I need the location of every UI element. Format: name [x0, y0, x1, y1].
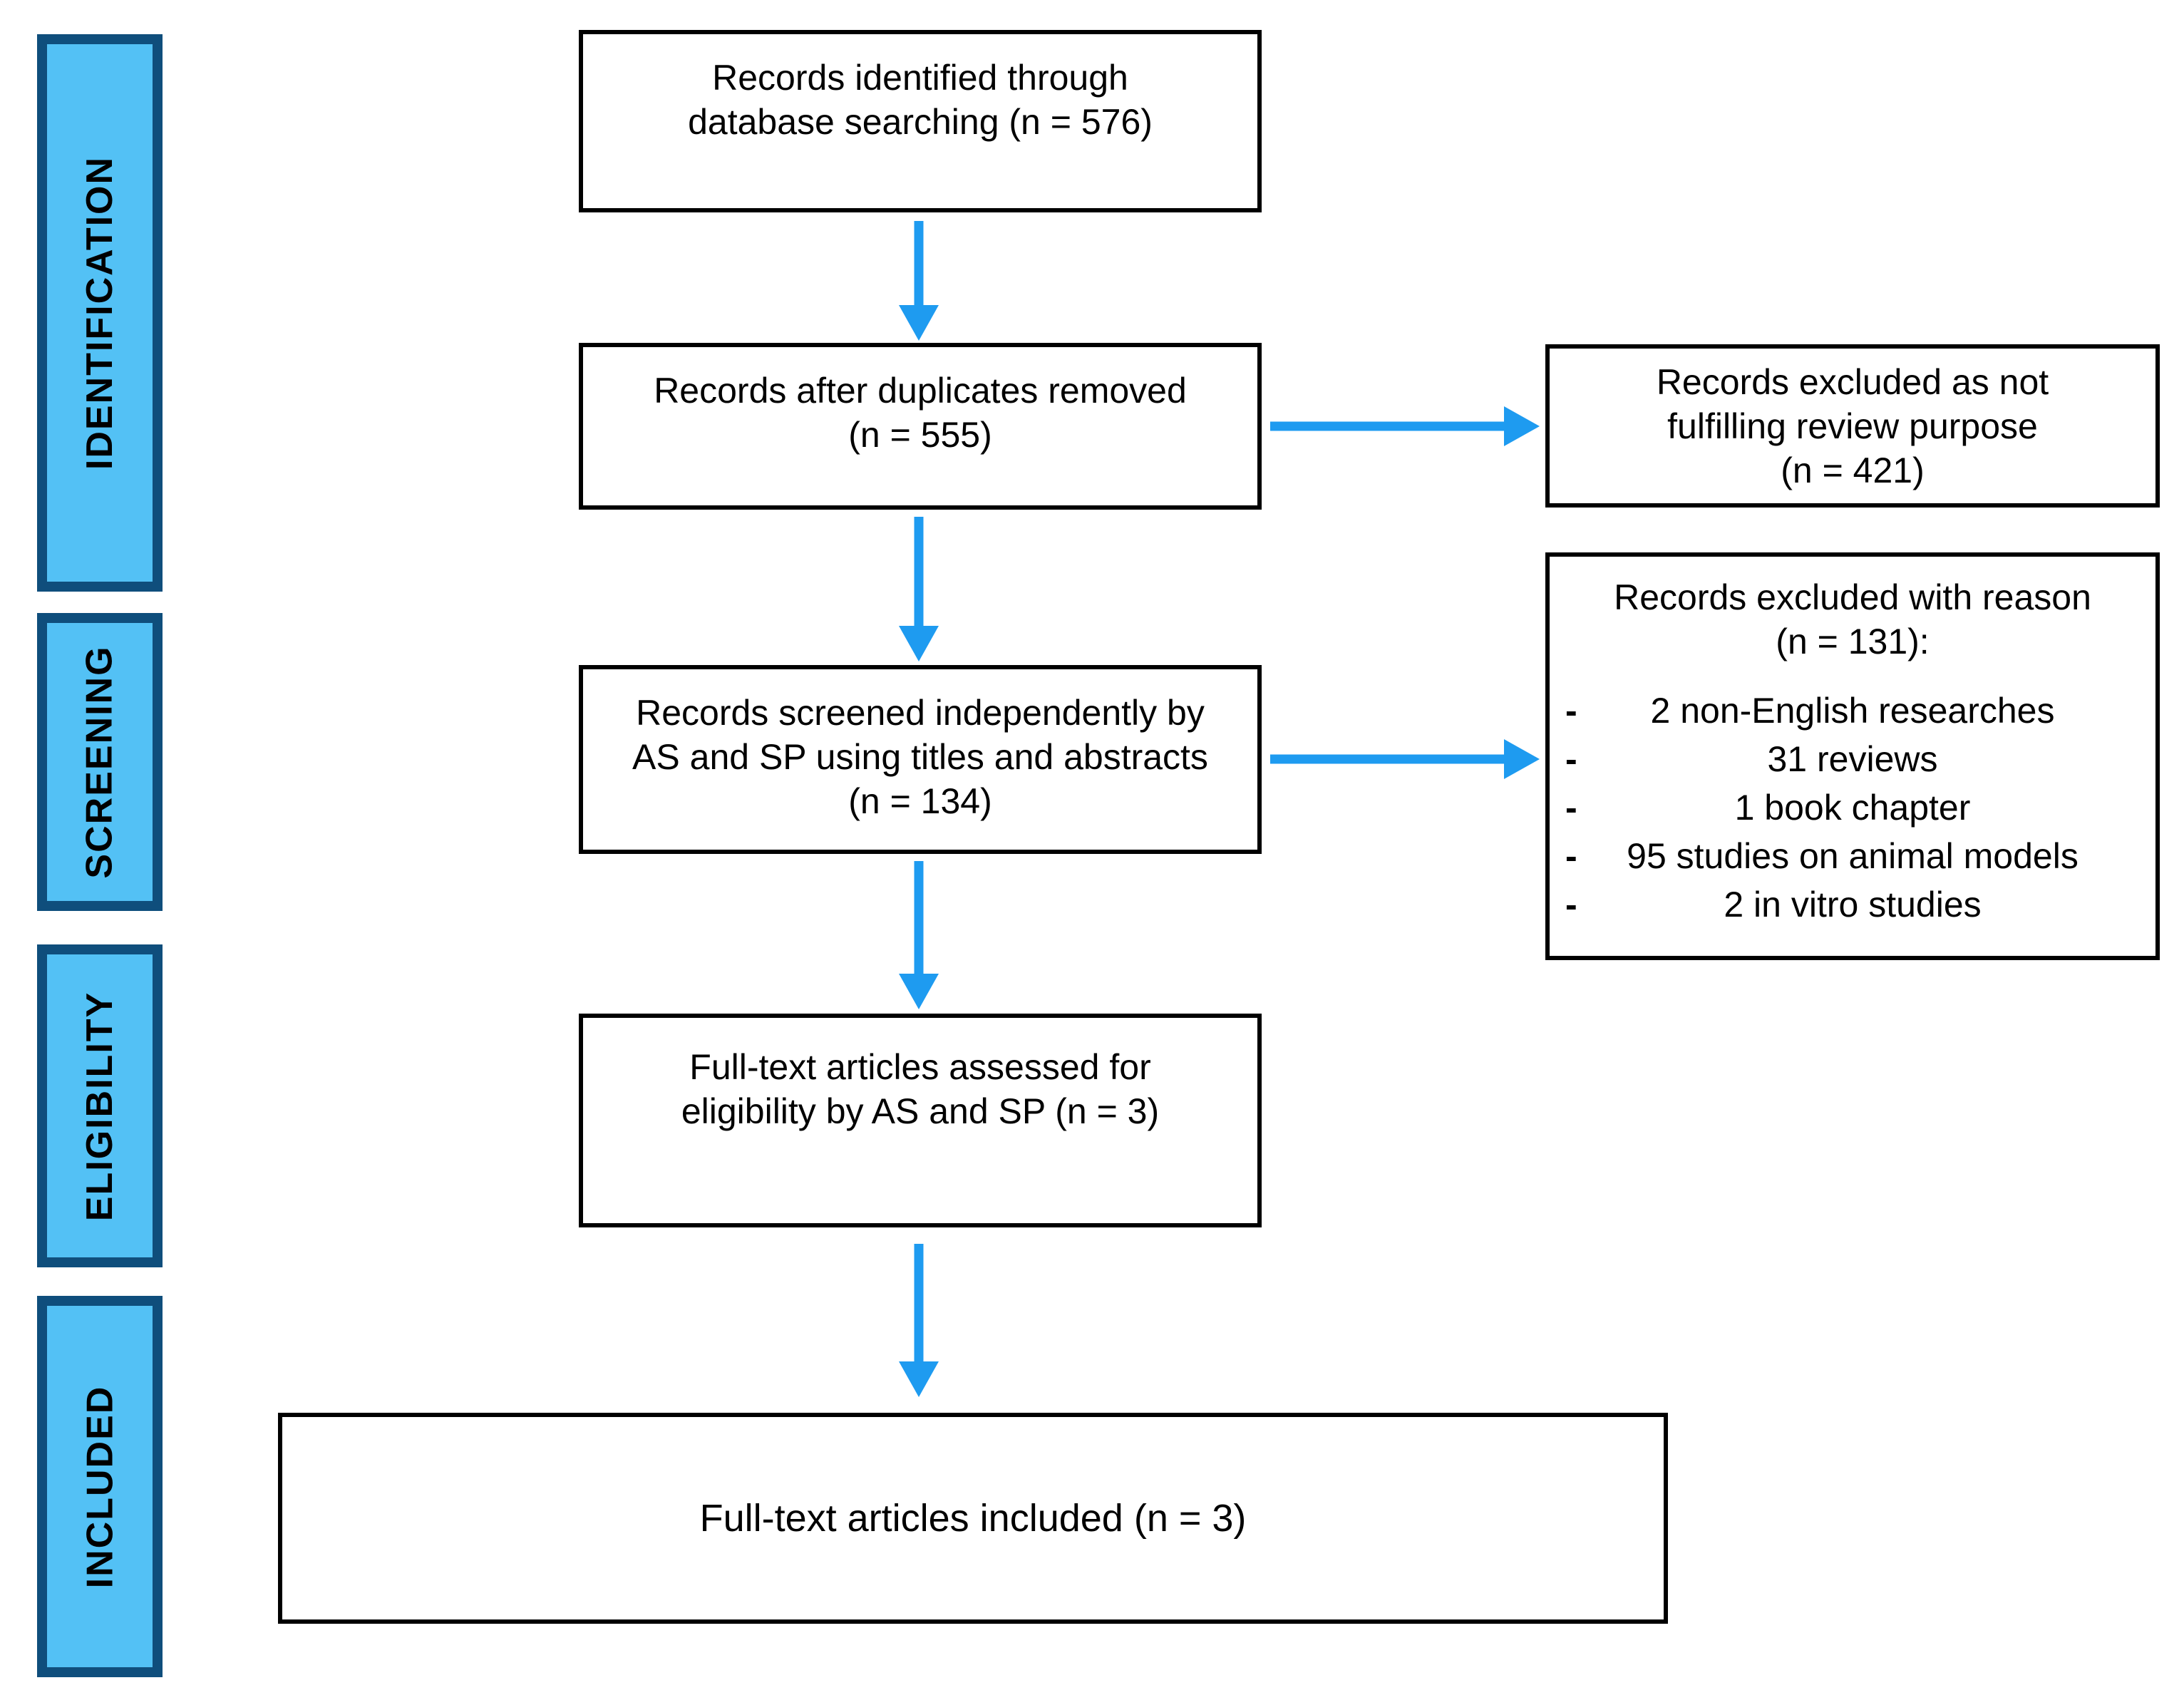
list-item-dash: -: [1565, 691, 1577, 731]
box-fulltext-assessed-text: Full-text articles assessed for eligibil…: [583, 1018, 1257, 1133]
stage-screening: SCREENING: [37, 613, 163, 911]
box-records-screened: Records screened independently by AS and…: [579, 665, 1262, 854]
box-duplicates-removed: Records after duplicates removed (n = 55…: [579, 343, 1262, 510]
list-item-text: 2 in vitro studies: [1724, 885, 1982, 924]
box-duplicates-removed-line-1: Records after duplicates removed: [654, 371, 1187, 411]
arrow-head: [899, 305, 939, 341]
box-records-screened-line-3: (n = 134): [848, 781, 992, 821]
box-excluded-reason-header-line-1: Records excluded with reason: [1614, 577, 2091, 617]
list-item-dash: -: [1565, 788, 1577, 828]
box-fulltext-assessed-line-2: eligibility by AS and SP (n = 3): [681, 1091, 1160, 1131]
stage-identification: IDENTIFICATION: [37, 34, 163, 592]
box-records-identified-text: Records identified through database sear…: [583, 34, 1257, 144]
arrow-identified-to-duplicates-icon: [899, 221, 939, 341]
arrow-head: [899, 1361, 939, 1397]
box-excluded-purpose-line-1: Records excluded as not: [1656, 361, 2049, 402]
stage-eligibility: ELIGIBILITY: [37, 944, 163, 1267]
arrow-screened-to-excluded-reason-icon: [1270, 739, 1540, 779]
list-item-dash: -: [1565, 739, 1577, 779]
arrow-shaft: [1270, 421, 1508, 431]
arrow-head: [899, 974, 939, 1009]
arrow-shaft: [914, 221, 924, 309]
arrow-fulltext-to-included-icon: [899, 1244, 939, 1397]
arrow-head: [1504, 406, 1540, 446]
box-fulltext-assessed: Full-text articles assessed for eligibil…: [579, 1014, 1262, 1227]
arrow-head: [899, 626, 939, 661]
box-excluded-reason: Records excluded with reason (n = 131): …: [1545, 552, 2160, 960]
list-item: - 1 book chapter: [1550, 783, 2155, 832]
arrow-shaft: [1270, 754, 1508, 764]
box-records-screened-line-2: AS and SP using titles and abstracts: [632, 737, 1208, 777]
box-excluded-purpose-line-2: fulfilling review purpose: [1667, 406, 2038, 446]
list-item: - 2 in vitro studies: [1550, 880, 2155, 929]
box-duplicates-removed-text: Records after duplicates removed (n = 55…: [583, 347, 1257, 457]
stage-eligibility-label: ELIGIBILITY: [79, 991, 121, 1221]
list-item-dash: -: [1565, 885, 1577, 924]
list-item-dash: -: [1565, 836, 1577, 876]
list-item: - 95 studies on animal models: [1550, 832, 2155, 880]
arrow-shaft: [914, 1244, 924, 1366]
stage-identification-label: IDENTIFICATION: [79, 155, 120, 470]
stage-screening-label: SCREENING: [79, 645, 120, 879]
box-duplicates-removed-line-2: (n = 555): [848, 415, 992, 455]
list-item-text: 2 non-English researches: [1650, 691, 2055, 731]
box-fulltext-included: Full-text articles included (n = 3): [278, 1413, 1668, 1624]
list-item-text: 1 book chapter: [1734, 788, 1971, 828]
arrow-shaft: [914, 861, 924, 978]
list-item: - 31 reviews: [1550, 735, 2155, 783]
box-fulltext-included-line-1: Full-text articles included (n = 3): [699, 1497, 1247, 1540]
arrow-head: [1504, 739, 1540, 779]
arrow-duplicates-to-excluded-purpose-icon: [1270, 406, 1540, 446]
excluded-reason-list: - 2 non-English researches - 31 reviews …: [1550, 686, 2155, 929]
arrow-screened-to-fulltext-icon: [899, 861, 939, 1009]
box-excluded-reason-header-line-2: (n = 131):: [1776, 622, 1930, 661]
box-excluded-purpose: Records excluded as not fulfilling revie…: [1545, 344, 2160, 508]
arrow-duplicates-to-screened-icon: [899, 517, 939, 661]
box-records-identified: Records identified through database sear…: [579, 30, 1262, 212]
box-excluded-reason-header: Records excluded with reason (n = 131):: [1550, 557, 2155, 664]
stage-included-label: INCLUDED: [79, 1385, 121, 1588]
box-records-screened-text: Records screened independently by AS and…: [583, 669, 1257, 823]
list-item-text: 95 studies on animal models: [1627, 836, 2079, 876]
box-fulltext-assessed-line-1: Full-text articles assessed for: [689, 1047, 1151, 1087]
list-item-text: 31 reviews: [1767, 739, 1938, 779]
stage-included: INCLUDED: [37, 1296, 163, 1677]
box-excluded-purpose-line-3: (n = 421): [1781, 450, 1925, 490]
arrow-shaft: [914, 517, 924, 630]
list-item: - 2 non-English researches: [1550, 686, 2155, 735]
box-records-identified-line-1: Records identified through: [712, 58, 1128, 98]
box-records-screened-line-1: Records screened independently by: [636, 693, 1205, 733]
box-records-identified-line-2: database searching (n = 576): [688, 102, 1153, 142]
